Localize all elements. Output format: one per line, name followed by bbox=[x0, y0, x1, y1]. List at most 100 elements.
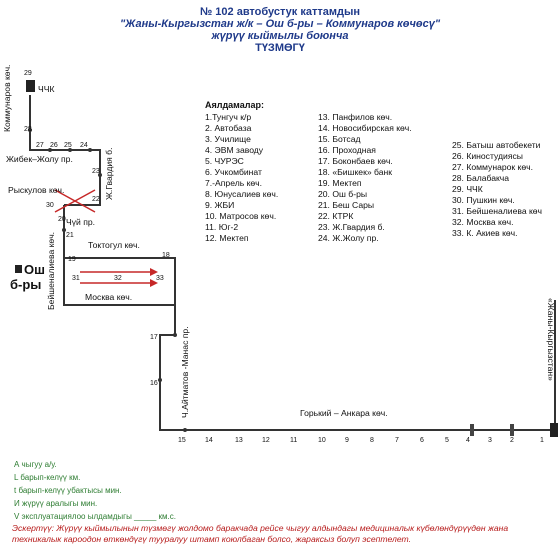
stops-title: Аялдамалар: bbox=[205, 100, 264, 110]
chchk-label: ЧЧК bbox=[38, 84, 55, 94]
arrow-ryskulov bbox=[54, 189, 96, 213]
title-line-1: № 102 автобустук каттамдын bbox=[199, 6, 361, 18]
stop-number: 29 bbox=[24, 70, 32, 77]
stop-item: 19. Мектеп bbox=[318, 178, 362, 188]
stop-item: 26. Киностудиясы bbox=[452, 151, 523, 161]
stop-number: 27 bbox=[36, 142, 44, 149]
stop-number: 2 bbox=[510, 437, 514, 444]
legend-interval: И жүрүү аралыгы мин. bbox=[14, 499, 98, 508]
stop-item: 5. ЧУРЭС bbox=[205, 156, 244, 166]
osh-label-1: Ош bbox=[24, 262, 45, 277]
title-line-4: ТҮЗМӨГҮ bbox=[255, 42, 305, 54]
marker-1 bbox=[510, 424, 514, 436]
warning-note: Эскертүү: Жүрүү кыймылынын түзмөгү жолдо… bbox=[12, 523, 509, 544]
stop-number: 4 bbox=[466, 437, 470, 444]
stop-number: 24 bbox=[80, 142, 88, 149]
aitmatov-label: Ч.Айтматов -Манас пр. bbox=[180, 326, 190, 418]
stop-item: 29. ЧЧК bbox=[452, 184, 483, 194]
stop-number: 7 bbox=[395, 437, 399, 444]
terminal-chchk bbox=[26, 80, 35, 92]
stop-item: 24. Ж.Жолу пр. bbox=[318, 233, 379, 243]
stop-item: 21. Беш Сары bbox=[318, 200, 375, 210]
stop-item: 6. Учкомбинат bbox=[205, 167, 262, 177]
legend-speed: V эксплуатациялоо ылдамдыгы _____ км.с. bbox=[14, 512, 176, 521]
stop-number: 6 bbox=[420, 437, 424, 444]
zhibek-label: Жибек–Жолу пр. bbox=[6, 154, 73, 164]
stop-item: 14. Новосибирская көч. bbox=[318, 123, 412, 133]
stop-item: 20. Ош б-ры bbox=[318, 189, 368, 199]
stop-item: 30. Пушкин көч. bbox=[452, 195, 515, 205]
arrow-head-2 bbox=[150, 279, 158, 287]
stop-item: 2. Автобаза bbox=[205, 123, 252, 133]
zhany-label: «Жаны-Кыргызстан» bbox=[546, 298, 556, 381]
gorkiy-label: Горький – Анкара көч. bbox=[300, 408, 388, 418]
osh-label-2: б-ры bbox=[10, 277, 42, 292]
title-line-2: "Жаны-Кыргызстан ж/к – Ош б-ры – Коммуна… bbox=[119, 18, 441, 30]
stop-item: 8. Юнусалиев көч. bbox=[205, 189, 279, 199]
route-main bbox=[159, 257, 555, 431]
stop-item: 13. Панфилов көч. bbox=[318, 112, 393, 122]
stop-item: 33. К. Акиев көч. bbox=[452, 228, 518, 238]
moskva-label: Москва көч. bbox=[85, 292, 133, 302]
stop-number: 20 bbox=[58, 216, 66, 223]
stop-item: 3. Училище bbox=[205, 134, 251, 144]
stop-number: 23 bbox=[92, 168, 100, 175]
stop-item: 18. «Бишкек» банк bbox=[318, 167, 393, 177]
stop-number: 19 bbox=[68, 256, 76, 263]
stop-item: 1.Тунгуч к/р bbox=[205, 112, 252, 122]
stop-number: 10 bbox=[318, 437, 326, 444]
terminal-zhany bbox=[550, 423, 558, 437]
stop-number: 17 bbox=[150, 334, 158, 341]
legend-departure: А чыгуу а/у. bbox=[14, 460, 57, 469]
chui-label: Чүй пр. bbox=[66, 217, 96, 227]
stop-item: 28. Балабакча bbox=[452, 173, 510, 183]
stop-number: 28 bbox=[24, 126, 32, 133]
stop-item: 27. Коммунарок көч. bbox=[452, 162, 533, 172]
stop-number: 3 bbox=[488, 437, 492, 444]
stop-number: 18 bbox=[162, 252, 170, 259]
marker-2 bbox=[470, 424, 474, 436]
stop-number: 22 bbox=[92, 196, 100, 203]
zh-gvardia-label: Ж.Гвардия б. bbox=[104, 147, 114, 201]
legend-distance: L барып-келүү км. bbox=[14, 473, 81, 482]
stop-item: 32. Москва көч. bbox=[452, 217, 514, 227]
stop-number: 30 bbox=[46, 202, 54, 209]
stop-number: 32 bbox=[114, 275, 122, 282]
stop-item: 4. ЭВМ заводу bbox=[205, 145, 264, 155]
street-kommunarov-label: Коммунаров көч. bbox=[2, 64, 12, 132]
stop-number: 14 bbox=[205, 437, 213, 444]
stop-item: 10. Матросов көч. bbox=[205, 211, 277, 221]
stop-item: 16. Проходная bbox=[318, 145, 376, 155]
stop-item: 11. Юг-2 bbox=[205, 222, 239, 232]
stop-number: 31 bbox=[72, 275, 80, 282]
stop-number: 15 bbox=[178, 437, 186, 444]
stop-number: 12 bbox=[262, 437, 270, 444]
arrow-head-1 bbox=[150, 268, 158, 276]
stop-item: 9. ЖБИ bbox=[205, 200, 235, 210]
beishenalieva-label: Бейшеналиева көч. bbox=[46, 231, 56, 310]
stop-number: 21 bbox=[66, 232, 74, 239]
toktogul-label: Токтогул көч. bbox=[88, 240, 140, 250]
stop-number: 26 bbox=[50, 142, 58, 149]
stop-number: 1 bbox=[540, 437, 544, 444]
title-line-3: жүрүү кыймылы боюнча bbox=[211, 30, 349, 42]
stop-item: 17. Боконбаев көч. bbox=[318, 156, 393, 166]
stop-number: 13 bbox=[235, 437, 243, 444]
stop-item: 7.-Апрель көч. bbox=[205, 178, 262, 188]
stop-number: 25 bbox=[64, 142, 72, 149]
ryskulov-label: Рыскулов көч. bbox=[8, 185, 65, 195]
terminal-osh bbox=[15, 265, 22, 273]
stop-item: 23. Ж.Гвардия б. bbox=[318, 222, 385, 232]
legend-time: t барып-келүү убактысы мин. bbox=[14, 486, 122, 495]
stop-item: 22. КТРК bbox=[318, 211, 354, 221]
stop-item: 12. Мектеп bbox=[205, 233, 249, 243]
stop-number: 8 bbox=[370, 437, 374, 444]
stop-item: 31. Бейшеналиева көч bbox=[452, 206, 542, 216]
stop-number: 9 bbox=[345, 437, 349, 444]
stop-item: 15. Ботсад bbox=[318, 134, 361, 144]
stop-number: 33 bbox=[156, 275, 164, 282]
stop-item: 25. Батыш автобекети bbox=[452, 140, 541, 150]
stop-number: 16 bbox=[150, 380, 158, 387]
stop-number: 5 bbox=[445, 437, 449, 444]
